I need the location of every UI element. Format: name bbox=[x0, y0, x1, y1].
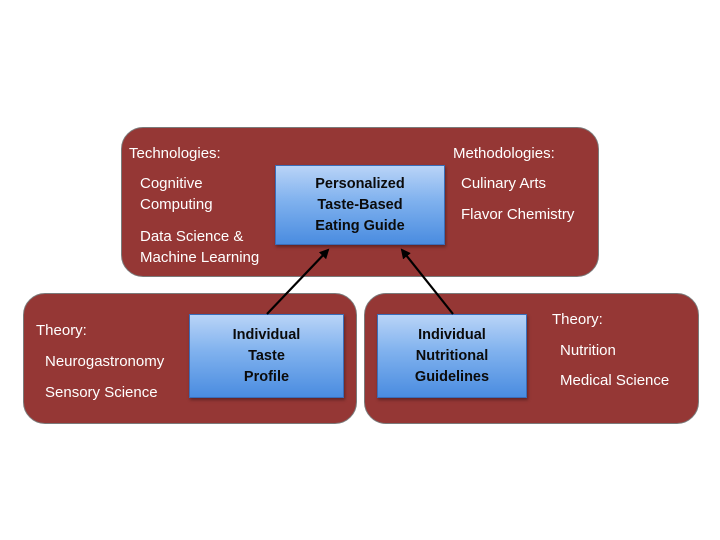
method-item-culinary-arts: Culinary Arts bbox=[461, 175, 547, 192]
arrow-nutrition-to-guide bbox=[400, 248, 454, 315]
bottom-right-theory-heading: Theory: bbox=[552, 311, 603, 328]
method-item-flavor-chemistry: Flavor Chemistry bbox=[461, 206, 575, 223]
theory-item-nutrition: Nutrition bbox=[560, 342, 616, 359]
nutritional-guidelines-label: Individual Nutritional Guidelines bbox=[414, 326, 490, 385]
tech-item-data-science: Data Science & Machine Learning bbox=[140, 228, 260, 266]
personalized-guide-box: Personalized Taste-Based Eating Guide bbox=[275, 165, 445, 245]
theory-item-medical-science: Medical Science bbox=[560, 372, 670, 389]
taste-profile-label: Individual Taste Profile bbox=[232, 326, 301, 385]
theory-item-neurogastronomy: Neurogastronomy bbox=[45, 353, 165, 370]
theory-item-sensory-science: Sensory Science bbox=[45, 384, 158, 401]
tech-item-cognitive-computing: Cognitive Computing bbox=[140, 175, 213, 213]
methodologies-heading: Methodologies: bbox=[453, 145, 555, 162]
personalized-guide-label: Personalized Taste-Based Eating Guide bbox=[315, 175, 405, 234]
technologies-heading: Technologies: bbox=[129, 145, 221, 162]
nutritional-guidelines-box: Individual Nutritional Guidelines bbox=[377, 314, 527, 398]
bottom-left-theory-heading: Theory: bbox=[36, 322, 87, 339]
taste-profile-box: Individual Taste Profile bbox=[189, 314, 344, 398]
arrow-taste-to-guide bbox=[266, 248, 330, 315]
